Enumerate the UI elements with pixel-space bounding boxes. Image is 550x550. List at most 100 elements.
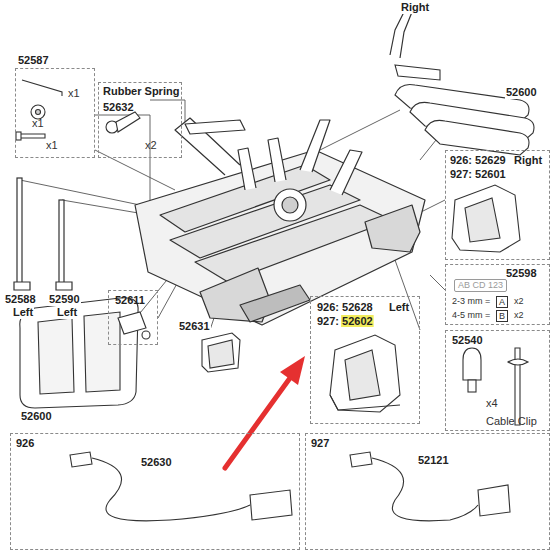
- part-text: 52630: [141, 456, 172, 469]
- bike-carrier: [238, 148, 256, 190]
- wiring-harness: [478, 485, 510, 516]
- callout-number: 52590: [48, 293, 81, 306]
- part-number: 52540: [452, 334, 483, 347]
- rubber-spring: [116, 112, 140, 132]
- hardware-part: [20, 134, 45, 138]
- wiring-harness: [70, 452, 92, 467]
- part-text: 927: 52602: [317, 315, 373, 328]
- frame-rod: [14, 178, 72, 290]
- wiring-harness: [372, 458, 478, 521]
- cover-part: [208, 340, 234, 368]
- bike-carrier: [240, 285, 310, 322]
- callout-number: 52588: [4, 293, 37, 306]
- hardware-part: [16, 80, 62, 140]
- leader-line: [95, 150, 175, 190]
- cable-clip: [463, 348, 481, 380]
- part-panel: 52540 x4Cable Clip: [445, 330, 550, 431]
- part-panel: Rubber Spring52632x2: [98, 82, 182, 158]
- part-text: 2-3 mm =: [452, 296, 490, 307]
- cable-clip: [468, 380, 476, 392]
- lamp-unit: [330, 395, 400, 410]
- part-text: Right: [514, 154, 542, 167]
- part-number: 52611: [115, 294, 145, 307]
- part-text: x4: [486, 397, 498, 410]
- hardware-part: [31, 105, 45, 119]
- hardware-part: [16, 132, 21, 140]
- part-text: 52121: [418, 454, 449, 467]
- wheel-tray: [395, 65, 440, 80]
- part-panel: 52611: [108, 290, 158, 345]
- lamp-unit: [330, 335, 400, 412]
- cover-part: [202, 333, 240, 372]
- lamp-unit: [345, 350, 380, 400]
- part-text: Cable Clip: [486, 415, 537, 428]
- pointer-arrow: [225, 378, 290, 468]
- part-panel: 926 52630: [10, 433, 300, 550]
- part-panel: 926: 52629927: 52601 Right: [445, 150, 550, 260]
- lamp-unit: [465, 198, 500, 242]
- part-text: B: [496, 310, 508, 322]
- part-text: 52632: [103, 101, 134, 114]
- leader-line: [20, 180, 140, 205]
- frame-rod: [56, 282, 72, 290]
- part-number: 926: 52628: [317, 301, 373, 314]
- callout-number: Left: [56, 306, 78, 319]
- part-panel: 52598AB CD 123 2-3 mm = Ax2 4-5 mm = Bx2: [445, 264, 550, 325]
- part-text: x2: [514, 310, 524, 321]
- leader-line: [150, 100, 185, 125]
- part-text: A: [496, 296, 508, 308]
- wheel-tray: [20, 298, 138, 408]
- wiring-harness: [350, 452, 510, 521]
- part-number: 927: [311, 437, 329, 450]
- part-number: 52598: [506, 267, 537, 280]
- bike-carrier: [330, 150, 362, 195]
- pointer-arrow: [280, 356, 305, 385]
- bike-carrier: [365, 205, 420, 252]
- bike-carrier: [300, 120, 330, 172]
- part-number: 926: 52629: [450, 154, 506, 167]
- part-text: x2: [514, 296, 524, 307]
- bike-carrier: [135, 10, 425, 325]
- cable-clip: [463, 348, 528, 425]
- cover-part: [202, 333, 240, 372]
- callout-number: 52600: [20, 410, 53, 423]
- lamp-unit: [452, 185, 520, 252]
- lamp-unit: [452, 185, 520, 252]
- latch-part: [118, 312, 150, 339]
- part-number: 52587: [18, 54, 49, 67]
- frame-rod: [17, 178, 22, 286]
- leader-line: [430, 275, 445, 290]
- bike-carrier: [185, 120, 245, 134]
- part-panel: 927 52121: [305, 433, 550, 550]
- callout-number: Right: [400, 1, 430, 14]
- part-panel: 52587x1x1x1: [15, 68, 95, 158]
- callout-number: 52600: [505, 86, 538, 99]
- part-text: 927: 52601: [450, 168, 506, 181]
- callout-number: 52631: [178, 320, 211, 333]
- latch-part: [118, 312, 146, 334]
- hardware-part: [22, 80, 62, 96]
- part-text: x1: [32, 117, 44, 130]
- part-panel: 926: 52628927: 52602 Left: [310, 296, 420, 424]
- wheel-tray: [84, 312, 120, 392]
- wheel-tray: [20, 298, 138, 408]
- hardware-part: [36, 110, 41, 115]
- pointer-arrow: [225, 356, 305, 468]
- part-number: 926: [16, 437, 34, 450]
- part-text: x1: [46, 139, 58, 152]
- frame-rod: [14, 282, 30, 290]
- latch-part: [142, 331, 150, 339]
- part-text: 4-5 mm =: [452, 310, 490, 321]
- bike-carrier: [390, 10, 412, 58]
- wiring-harness: [250, 490, 292, 520]
- bike-carrier: [282, 197, 298, 213]
- wheel-tray: [395, 65, 534, 155]
- callout-number: Left: [12, 306, 34, 319]
- leader-line: [395, 260, 420, 330]
- cable-clip: [508, 359, 528, 365]
- part-text: Left: [389, 301, 409, 314]
- wiring-harness: [350, 452, 372, 467]
- part-text: AB CD 123: [454, 279, 507, 292]
